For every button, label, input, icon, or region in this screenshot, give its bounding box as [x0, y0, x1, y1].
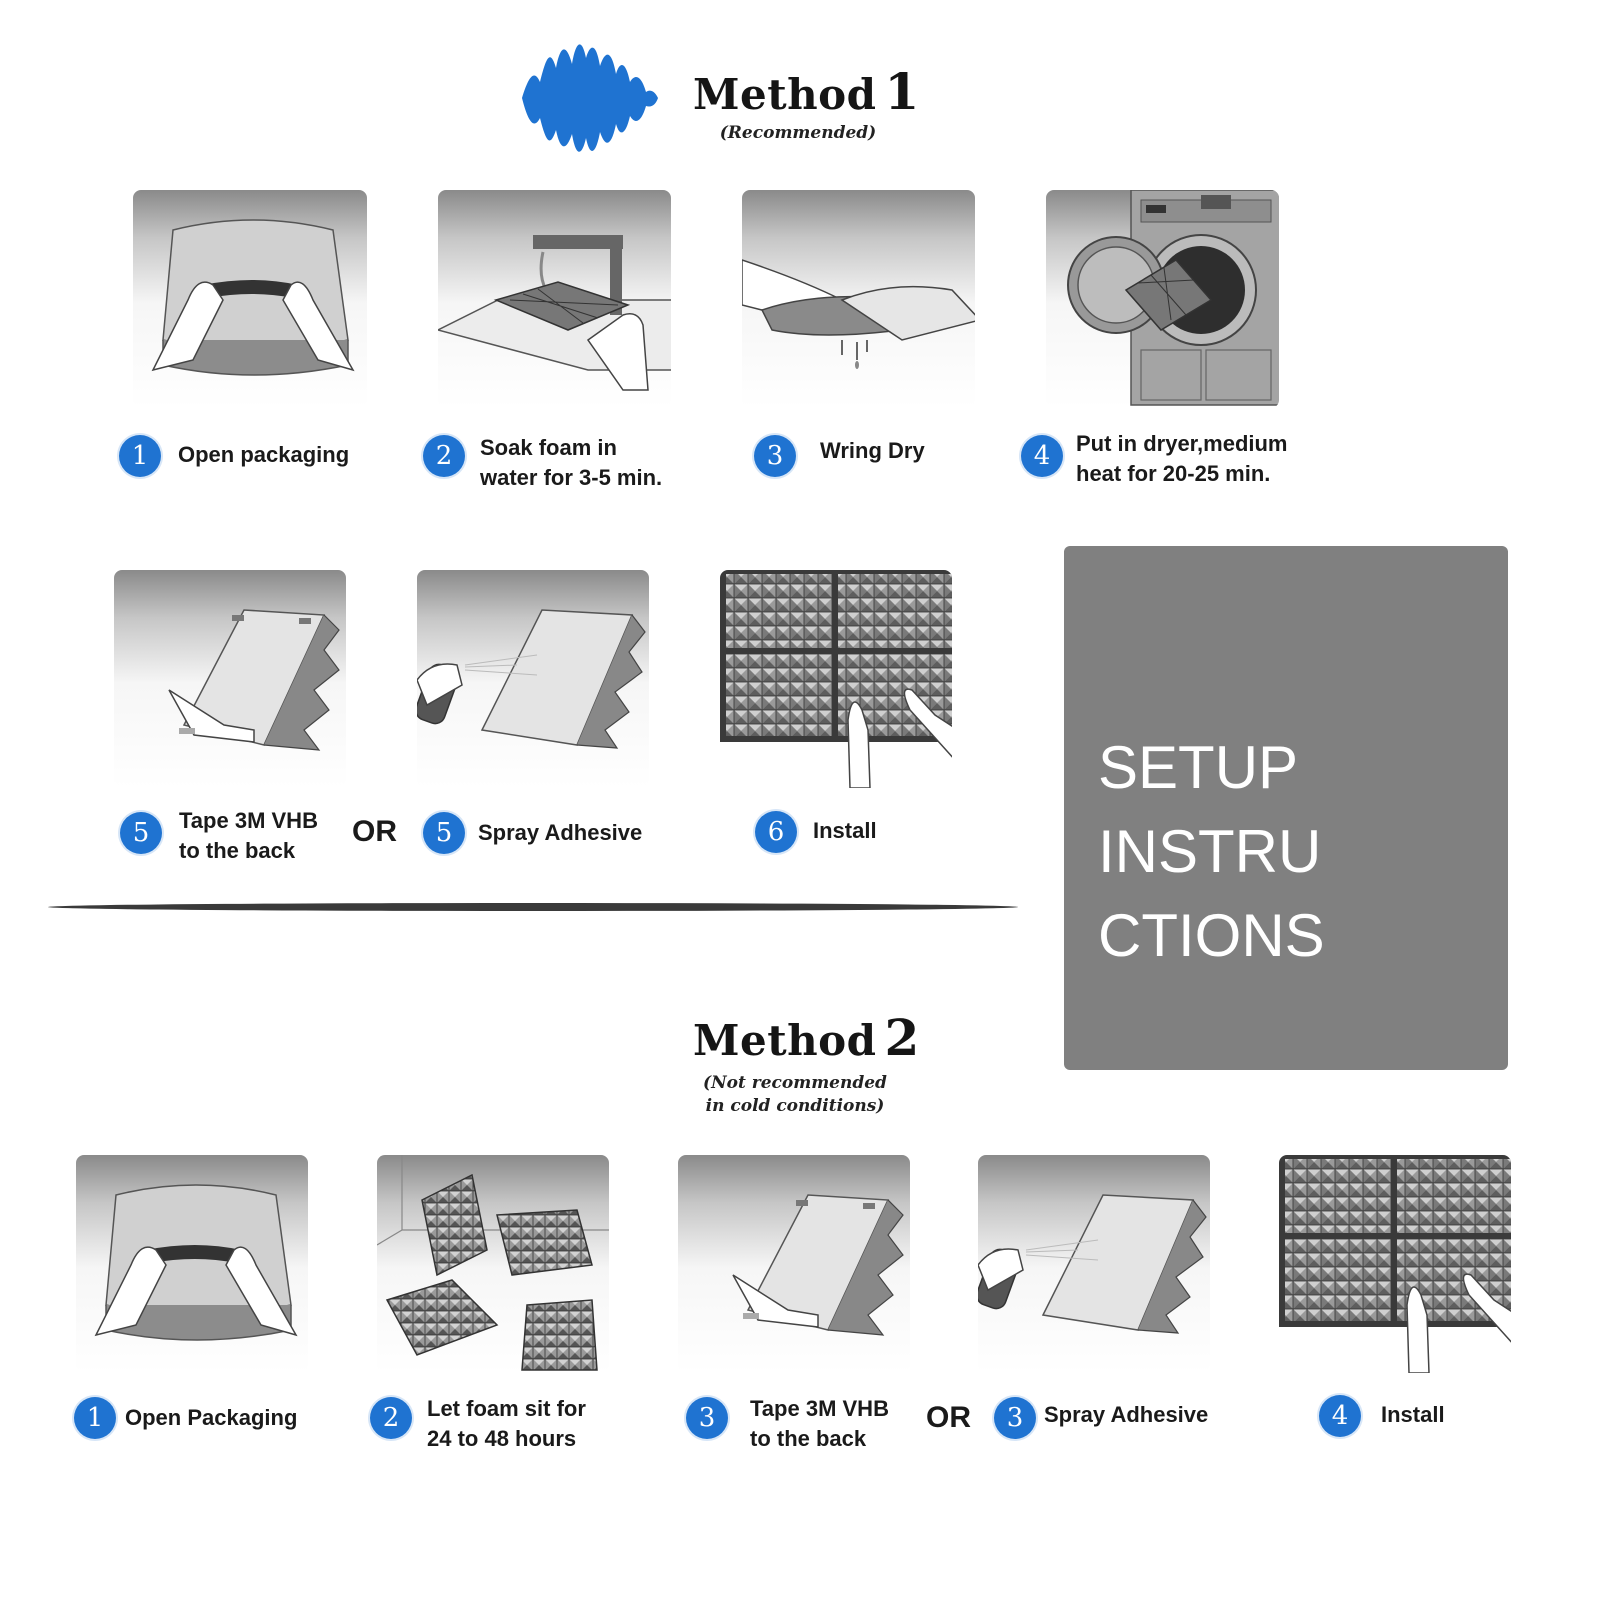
method-1-step-3-label: Wring Dry	[820, 438, 925, 463]
method-1-step-6-badge: 6	[755, 811, 797, 853]
method-1-step-6-label: Install	[813, 818, 877, 843]
method-1-step-5a-badge: 5	[120, 812, 162, 854]
method-2-number: 2	[884, 1008, 920, 1067]
method-1-step-5a-label: Tape 3M VHB to the back	[179, 808, 318, 863]
open-packaging-illustration	[133, 190, 367, 408]
method-2-subtitle-line-1: (Not recommended	[703, 1073, 887, 1093]
method-2-step-3b-label: Spray Adhesive	[1044, 1402, 1209, 1427]
method-1-step-1-label: Open packaging	[178, 442, 350, 467]
method-2-step-2-label: Let foam sit for 24 to 48 hours	[427, 1396, 586, 1451]
method-1-step-4-badge: 4	[1021, 435, 1063, 477]
method-1-step-5b-badge: 5	[423, 812, 465, 854]
method-2-step-4-label: Install	[1381, 1402, 1445, 1427]
install-illustration-2	[1279, 1155, 1511, 1373]
method-2-step-3b-badge: 3	[994, 1397, 1036, 1439]
dryer-illustration	[1046, 190, 1279, 408]
method-2-step-2-badge: 2	[370, 1397, 412, 1439]
method-1-step-2-label: Soak foam in water for 3-5 min.	[480, 435, 663, 490]
method-2-step-1-badge: 1	[74, 1397, 116, 1439]
method-2-title-text: Method	[693, 1016, 877, 1065]
soak-foam-illustration	[438, 190, 671, 408]
method-1-step-5b-label: Spray Adhesive	[478, 820, 643, 845]
spray-adhesive-illustration	[417, 570, 649, 788]
method-2-subtitle-line-2: in cold conditions)	[705, 1096, 885, 1116]
method-2-or: OR	[926, 1401, 971, 1434]
method-1-step-2-badge: 2	[423, 435, 465, 477]
method-2-step-3a-badge: 3	[686, 1397, 728, 1439]
method-2-step-1-label: Open Packaging	[125, 1405, 298, 1430]
tape-back-illustration	[114, 570, 346, 788]
method-2-subtitle: (Not recommended in cold conditions)	[690, 1072, 900, 1118]
setup-line-2: CTIONS	[1098, 902, 1325, 969]
method-1-step-1-badge: 1	[119, 435, 161, 477]
sound-wave-icon	[522, 44, 658, 152]
method-1-number: 1	[884, 62, 920, 121]
method-1-step-4-label: Put in dryer,medium heat for 20-25 min.	[1076, 431, 1288, 486]
method-1-title-text: Method	[693, 70, 877, 119]
spray-adhesive-illustration-2	[978, 1155, 1210, 1373]
setup-instructions-text: SETUP INSTRU CTIONS	[1098, 726, 1498, 978]
foam-sit-illustration	[377, 1155, 609, 1373]
method-1-or: OR	[352, 815, 397, 848]
method-2-step-3a-label: Tape 3M VHB to the back	[750, 1396, 889, 1451]
setup-line-1: SETUP INSTRU	[1098, 734, 1322, 885]
open-packaging-illustration-2	[76, 1155, 308, 1373]
setup-instructions-panel: SETUP INSTRU CTIONS	[1064, 546, 1508, 1070]
method-2-step-4-badge: 4	[1319, 1395, 1361, 1437]
method-1-subtitle: (Recommended)	[719, 123, 877, 143]
tape-back-illustration-2	[678, 1155, 910, 1373]
install-illustration	[720, 570, 952, 788]
wring-dry-illustration	[742, 190, 975, 408]
section-divider	[48, 903, 1018, 911]
method-1-step-3-badge: 3	[754, 435, 796, 477]
